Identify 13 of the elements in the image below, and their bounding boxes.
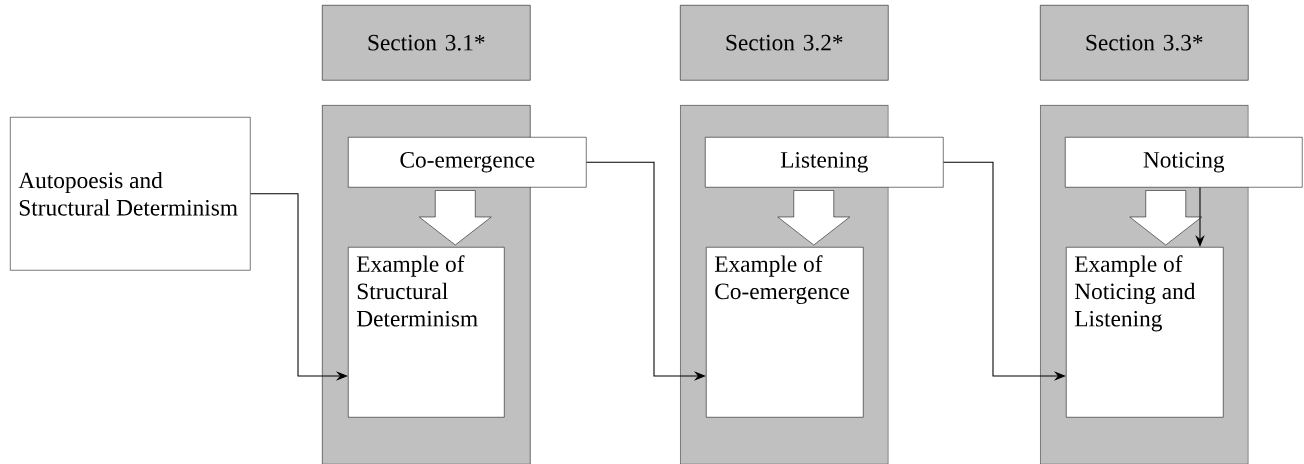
block-arrow (777, 190, 851, 246)
concept-box: Autopoesis and Structural Determinism (10, 117, 251, 271)
concept-box: Listening (705, 137, 944, 188)
section-header: Section 3.1* (322, 5, 531, 81)
concept-box: Co-emergence (348, 137, 587, 188)
block-arrow (1129, 190, 1203, 246)
concept-box: Noticing (1065, 137, 1303, 188)
section-header: Section 3.3* (1040, 5, 1249, 81)
example-box: Example of Noticing and Listening (1066, 247, 1224, 418)
example-box: Example of Co-emergence (706, 247, 864, 418)
section-header: Section 3.2* (680, 5, 889, 81)
example-box: Example of Structural Determinism (348, 247, 505, 418)
block-arrow (419, 190, 492, 246)
